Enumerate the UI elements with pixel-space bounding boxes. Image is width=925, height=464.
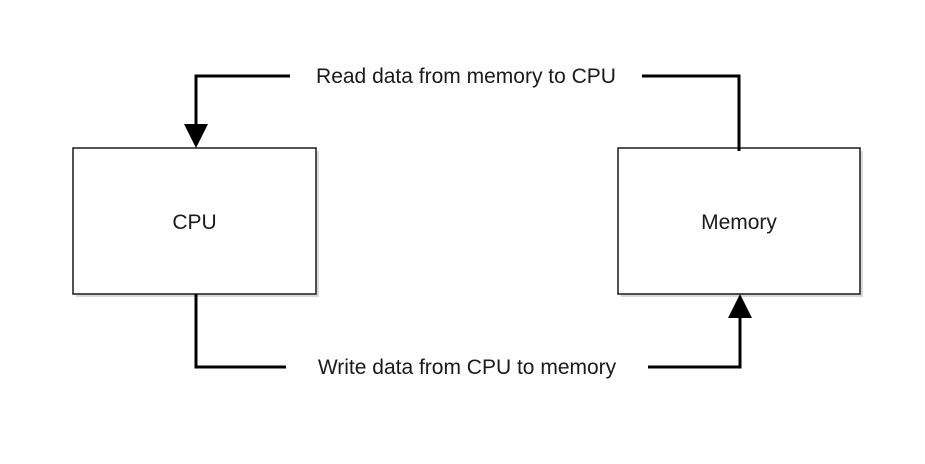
write-edge: Write data from CPU to memory — [194, 294, 752, 381]
read-edge-label: Read data from memory to CPU — [316, 65, 616, 88]
write-edge-label: Write data from CPU to memory — [318, 356, 617, 379]
write-arrowhead-up-icon — [728, 294, 752, 318]
cpu-label: CPU — [172, 211, 216, 234]
read-arrowhead-down-icon — [184, 124, 208, 148]
cpu-box — [72, 147, 317, 295]
memory-label: Memory — [701, 211, 777, 234]
read-label-background — [290, 62, 642, 90]
memory-box — [617, 147, 861, 295]
memory-node: Memory — [617, 147, 863, 297]
write-label-background — [286, 353, 648, 381]
cpu-node: CPU — [72, 147, 319, 297]
read-edge: Read data from memory to CPU — [184, 62, 741, 151]
